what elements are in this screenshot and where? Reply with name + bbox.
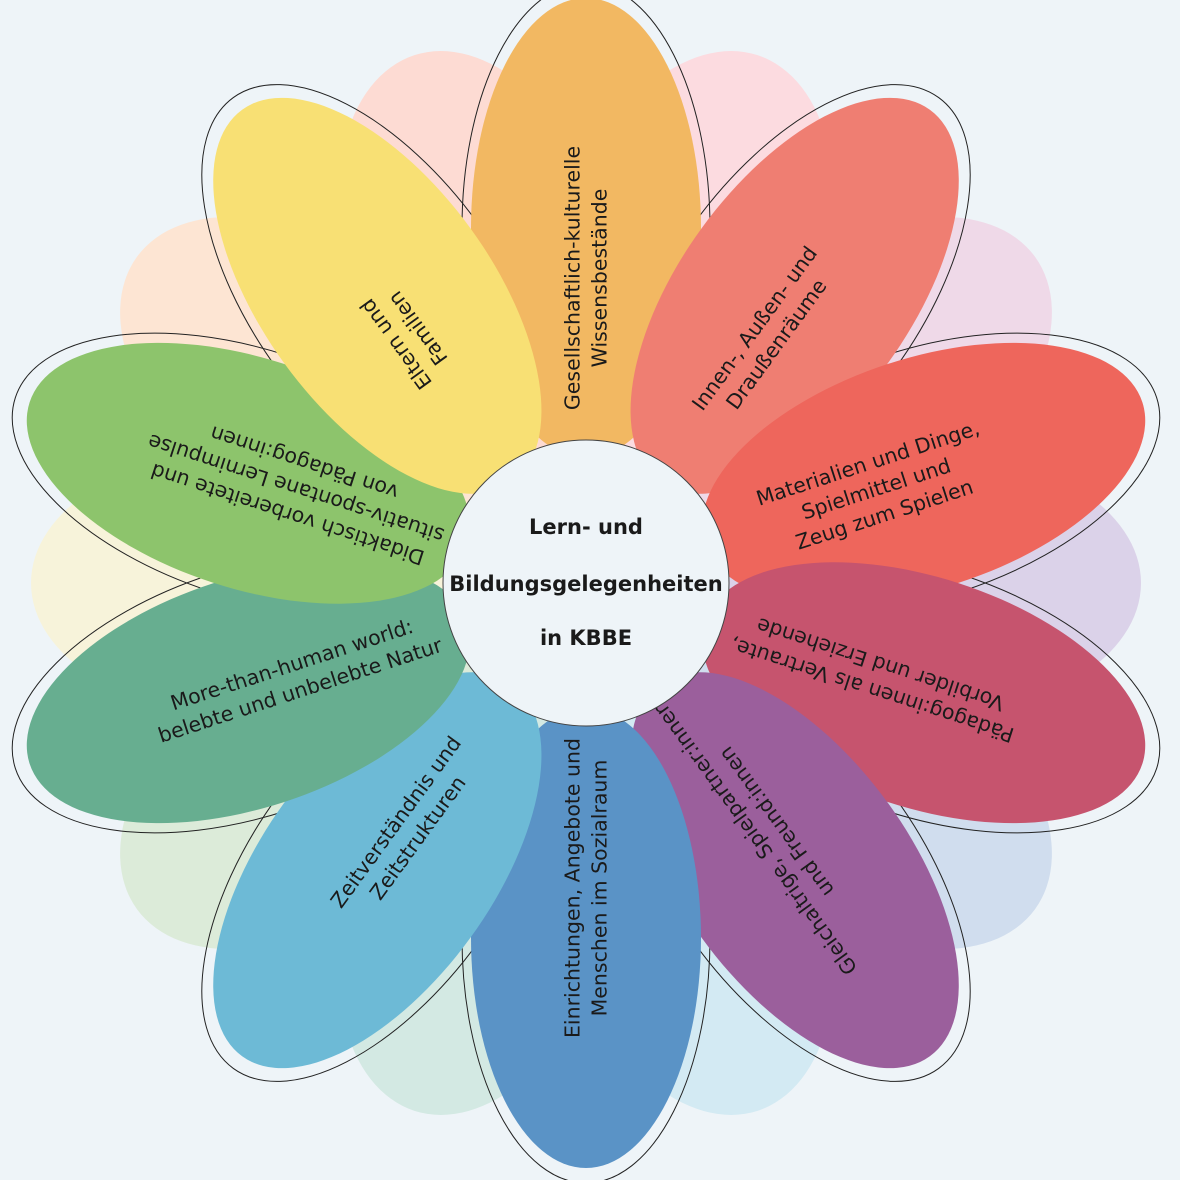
petal-natur — [26, 562, 470, 824]
petal-materialien — [702, 342, 1146, 604]
center-circle-group: Lern- und Bildungsgelegenheiten in KBBE — [442, 439, 730, 727]
petal-gleichaltrige — [630, 672, 959, 1069]
petal-label-line: Einrichtungen, Angebote und — [561, 738, 585, 1038]
petal-label-line: Gesellschaftlich-kulturelle — [561, 146, 585, 410]
petal-label-line: Menschen im Sozialraum — [588, 760, 612, 1017]
center-title-line-1: Lern- und — [529, 515, 643, 539]
petal-zeit — [213, 672, 542, 1069]
center-title-line-2: Bildungsgelegenheiten — [449, 572, 722, 596]
center-circle — [442, 439, 730, 727]
center-title-line-3: in KBBE — [540, 626, 632, 650]
petal-label-line: Wissensbestände — [588, 189, 612, 368]
petal-raeume — [630, 97, 959, 494]
petal-eltern — [213, 97, 542, 494]
